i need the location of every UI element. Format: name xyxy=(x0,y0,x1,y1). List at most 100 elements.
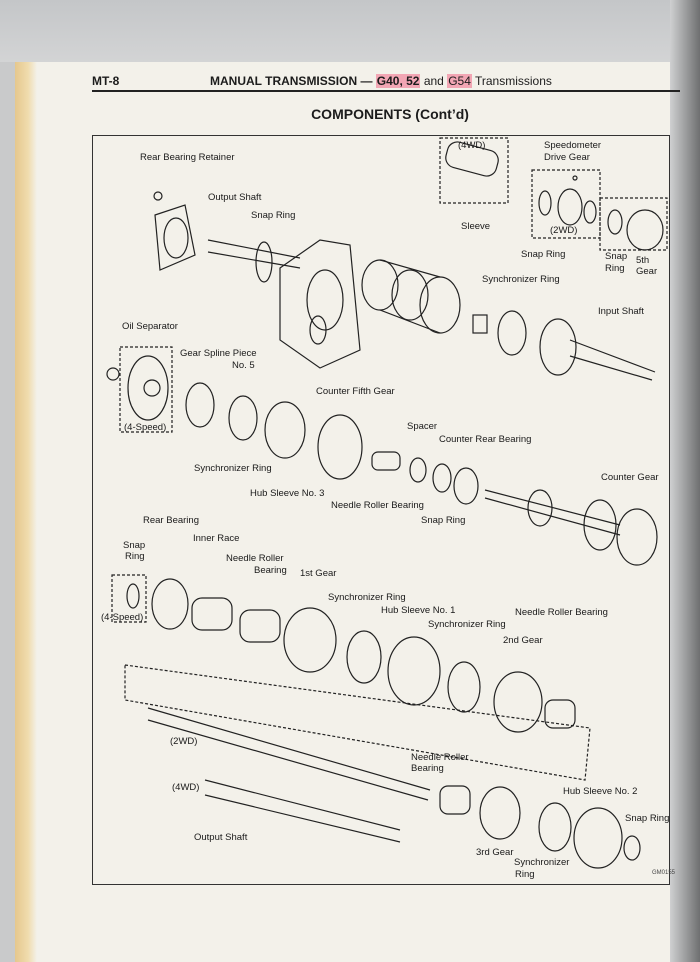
label-bearing: Bearing xyxy=(254,565,287,576)
label-synchronizer: Synchronizer xyxy=(514,857,570,868)
label-no-5: No. 5 xyxy=(232,360,255,371)
label-speedometer: Speedometer xyxy=(544,140,602,151)
header-highlight-2: G54 xyxy=(447,74,472,88)
header-and: and xyxy=(420,74,448,88)
snap-ring-5 xyxy=(126,583,140,609)
label-ring: Ring xyxy=(605,263,625,274)
label-snap-ring: Snap Ring xyxy=(625,813,670,824)
transmission-case xyxy=(279,239,361,369)
snap-ring-6 xyxy=(623,835,641,861)
label-hub-sleeve-3: Hub Sleeve No. 3 xyxy=(250,488,325,499)
needle-roller-2 xyxy=(239,609,281,643)
needle-roller-4 xyxy=(439,785,471,815)
snap-ring-4 xyxy=(432,463,452,493)
label-counter-rear-bearing: Counter Rear Bearing xyxy=(439,434,532,445)
label-spacer: Spacer xyxy=(407,421,438,432)
sync-ring-4 xyxy=(447,661,481,713)
header-prefix: MANUAL TRANSMISSION — xyxy=(210,74,376,88)
inner-race xyxy=(191,597,233,631)
label-hub-sleeve-1: Hub Sleeve No. 1 xyxy=(381,605,456,616)
label-output-shaft: Output Shaft xyxy=(194,832,248,843)
label-2nd-gear: 2nd Gear xyxy=(503,635,543,646)
spacer xyxy=(409,457,427,483)
label-synchronizer-ring: Synchronizer Ring xyxy=(482,274,560,285)
page-edge xyxy=(15,62,37,962)
gear-cluster xyxy=(361,259,461,334)
label-4wd: (4WD) xyxy=(172,782,200,793)
label-needle-roller-bearing: Needle Roller Bearing xyxy=(515,607,608,618)
figure-frame xyxy=(92,135,670,885)
speedometer-drive-gear xyxy=(538,175,597,226)
sync-ring-2 xyxy=(228,395,258,441)
label-needle-roller-bearing: Needle Roller Bearing xyxy=(331,500,424,511)
counter-rear-bearing xyxy=(453,467,479,505)
label-4-speed: (4-Speed) xyxy=(124,422,167,433)
label-counter-gear: Counter Gear xyxy=(601,472,659,483)
output-shaft-4wd xyxy=(204,779,401,843)
label-sleeve: Sleeve xyxy=(461,221,491,232)
label-inner-race: Inner Race xyxy=(193,533,240,544)
label-needle-roller: Needle Roller xyxy=(411,752,469,763)
output-shaft-2wd xyxy=(147,707,431,801)
gear-spline-piece xyxy=(185,382,215,428)
snap-ring-1 xyxy=(255,241,273,283)
page-header: MANUAL TRANSMISSION — G40, 52 and G54 Tr… xyxy=(210,74,552,88)
label-ring: Ring xyxy=(515,869,535,880)
page-number: MT-8 xyxy=(92,74,120,88)
rear-bearing xyxy=(151,578,189,630)
section-title: COMPONENTS (Cont’d) xyxy=(311,106,469,122)
label-rear-bearing: Rear Bearing xyxy=(143,515,199,526)
label-4wd: (4WD) xyxy=(458,140,486,151)
label-3rd-gear: 3rd Gear xyxy=(476,847,514,858)
header-highlight-1: G40, 52 xyxy=(375,74,421,88)
hub-sleeve-1 xyxy=(387,636,441,706)
label-bearing: Bearing xyxy=(411,763,444,774)
dashed-boxes xyxy=(111,137,668,781)
label-snap-ring: Snap Ring xyxy=(521,249,566,260)
label-snap: Snap xyxy=(123,540,146,551)
needle-roller-3 xyxy=(544,699,576,729)
label-rear-bearing-retainer: Rear Bearing Retainer xyxy=(140,152,235,163)
third-gear xyxy=(479,786,521,840)
label-snap-ring: Snap Ring xyxy=(421,515,466,526)
sleeve xyxy=(445,141,499,177)
scanner-shadow xyxy=(670,0,700,962)
counter-fifth-gear xyxy=(317,414,363,480)
label-drive-gear: Drive Gear xyxy=(544,152,590,163)
rear-bearing-retainer xyxy=(153,191,196,271)
label-gear-spline-piece: Gear Spline Piece xyxy=(180,348,257,359)
needle-bearing-small xyxy=(472,314,488,334)
fifth-gear-set xyxy=(607,209,664,251)
label-synchronizer-ring: Synchronizer Ring xyxy=(328,592,406,603)
sync-ring-5 xyxy=(538,802,572,852)
sync-ring-1 xyxy=(497,310,527,356)
label-snap: Snap xyxy=(605,251,628,262)
hub-sleeve-2 xyxy=(573,807,623,869)
label-ring: Ring xyxy=(125,551,145,562)
oil-separator xyxy=(106,355,169,421)
label-gear: Gear xyxy=(636,266,658,277)
label-synchronizer-ring: Synchronizer Ring xyxy=(428,619,506,630)
counter-gear xyxy=(484,489,658,566)
label-2wd: (2WD) xyxy=(550,225,578,236)
label-oil-separator: Oil Separator xyxy=(122,321,178,332)
needle-roller-1 xyxy=(371,451,401,471)
label-output-shaft: Output Shaft xyxy=(208,192,262,203)
first-gear xyxy=(283,607,337,673)
label-hub-sleeve-2: Hub Sleeve No. 2 xyxy=(563,786,638,797)
label-snap-ring: Snap Ring xyxy=(251,210,296,221)
hub-sleeve-3 xyxy=(264,401,306,459)
header-suffix: Transmissions xyxy=(471,74,552,88)
input-shaft xyxy=(539,318,656,381)
label-1st-gear: 1st Gear xyxy=(300,568,337,579)
figure-code: GM0155 xyxy=(652,870,676,876)
label-2wd: (2WD) xyxy=(170,736,198,747)
scanner-background xyxy=(0,0,700,62)
sync-ring-3 xyxy=(346,630,382,684)
label-input-shaft: Input Shaft xyxy=(598,306,644,317)
label-counter-fifth-gear: Counter Fifth Gear xyxy=(316,386,395,397)
second-gear xyxy=(493,671,543,733)
label-synchronizer-ring: Synchronizer Ring xyxy=(194,463,272,474)
label-4-speed: (4-Speed) xyxy=(101,612,144,623)
